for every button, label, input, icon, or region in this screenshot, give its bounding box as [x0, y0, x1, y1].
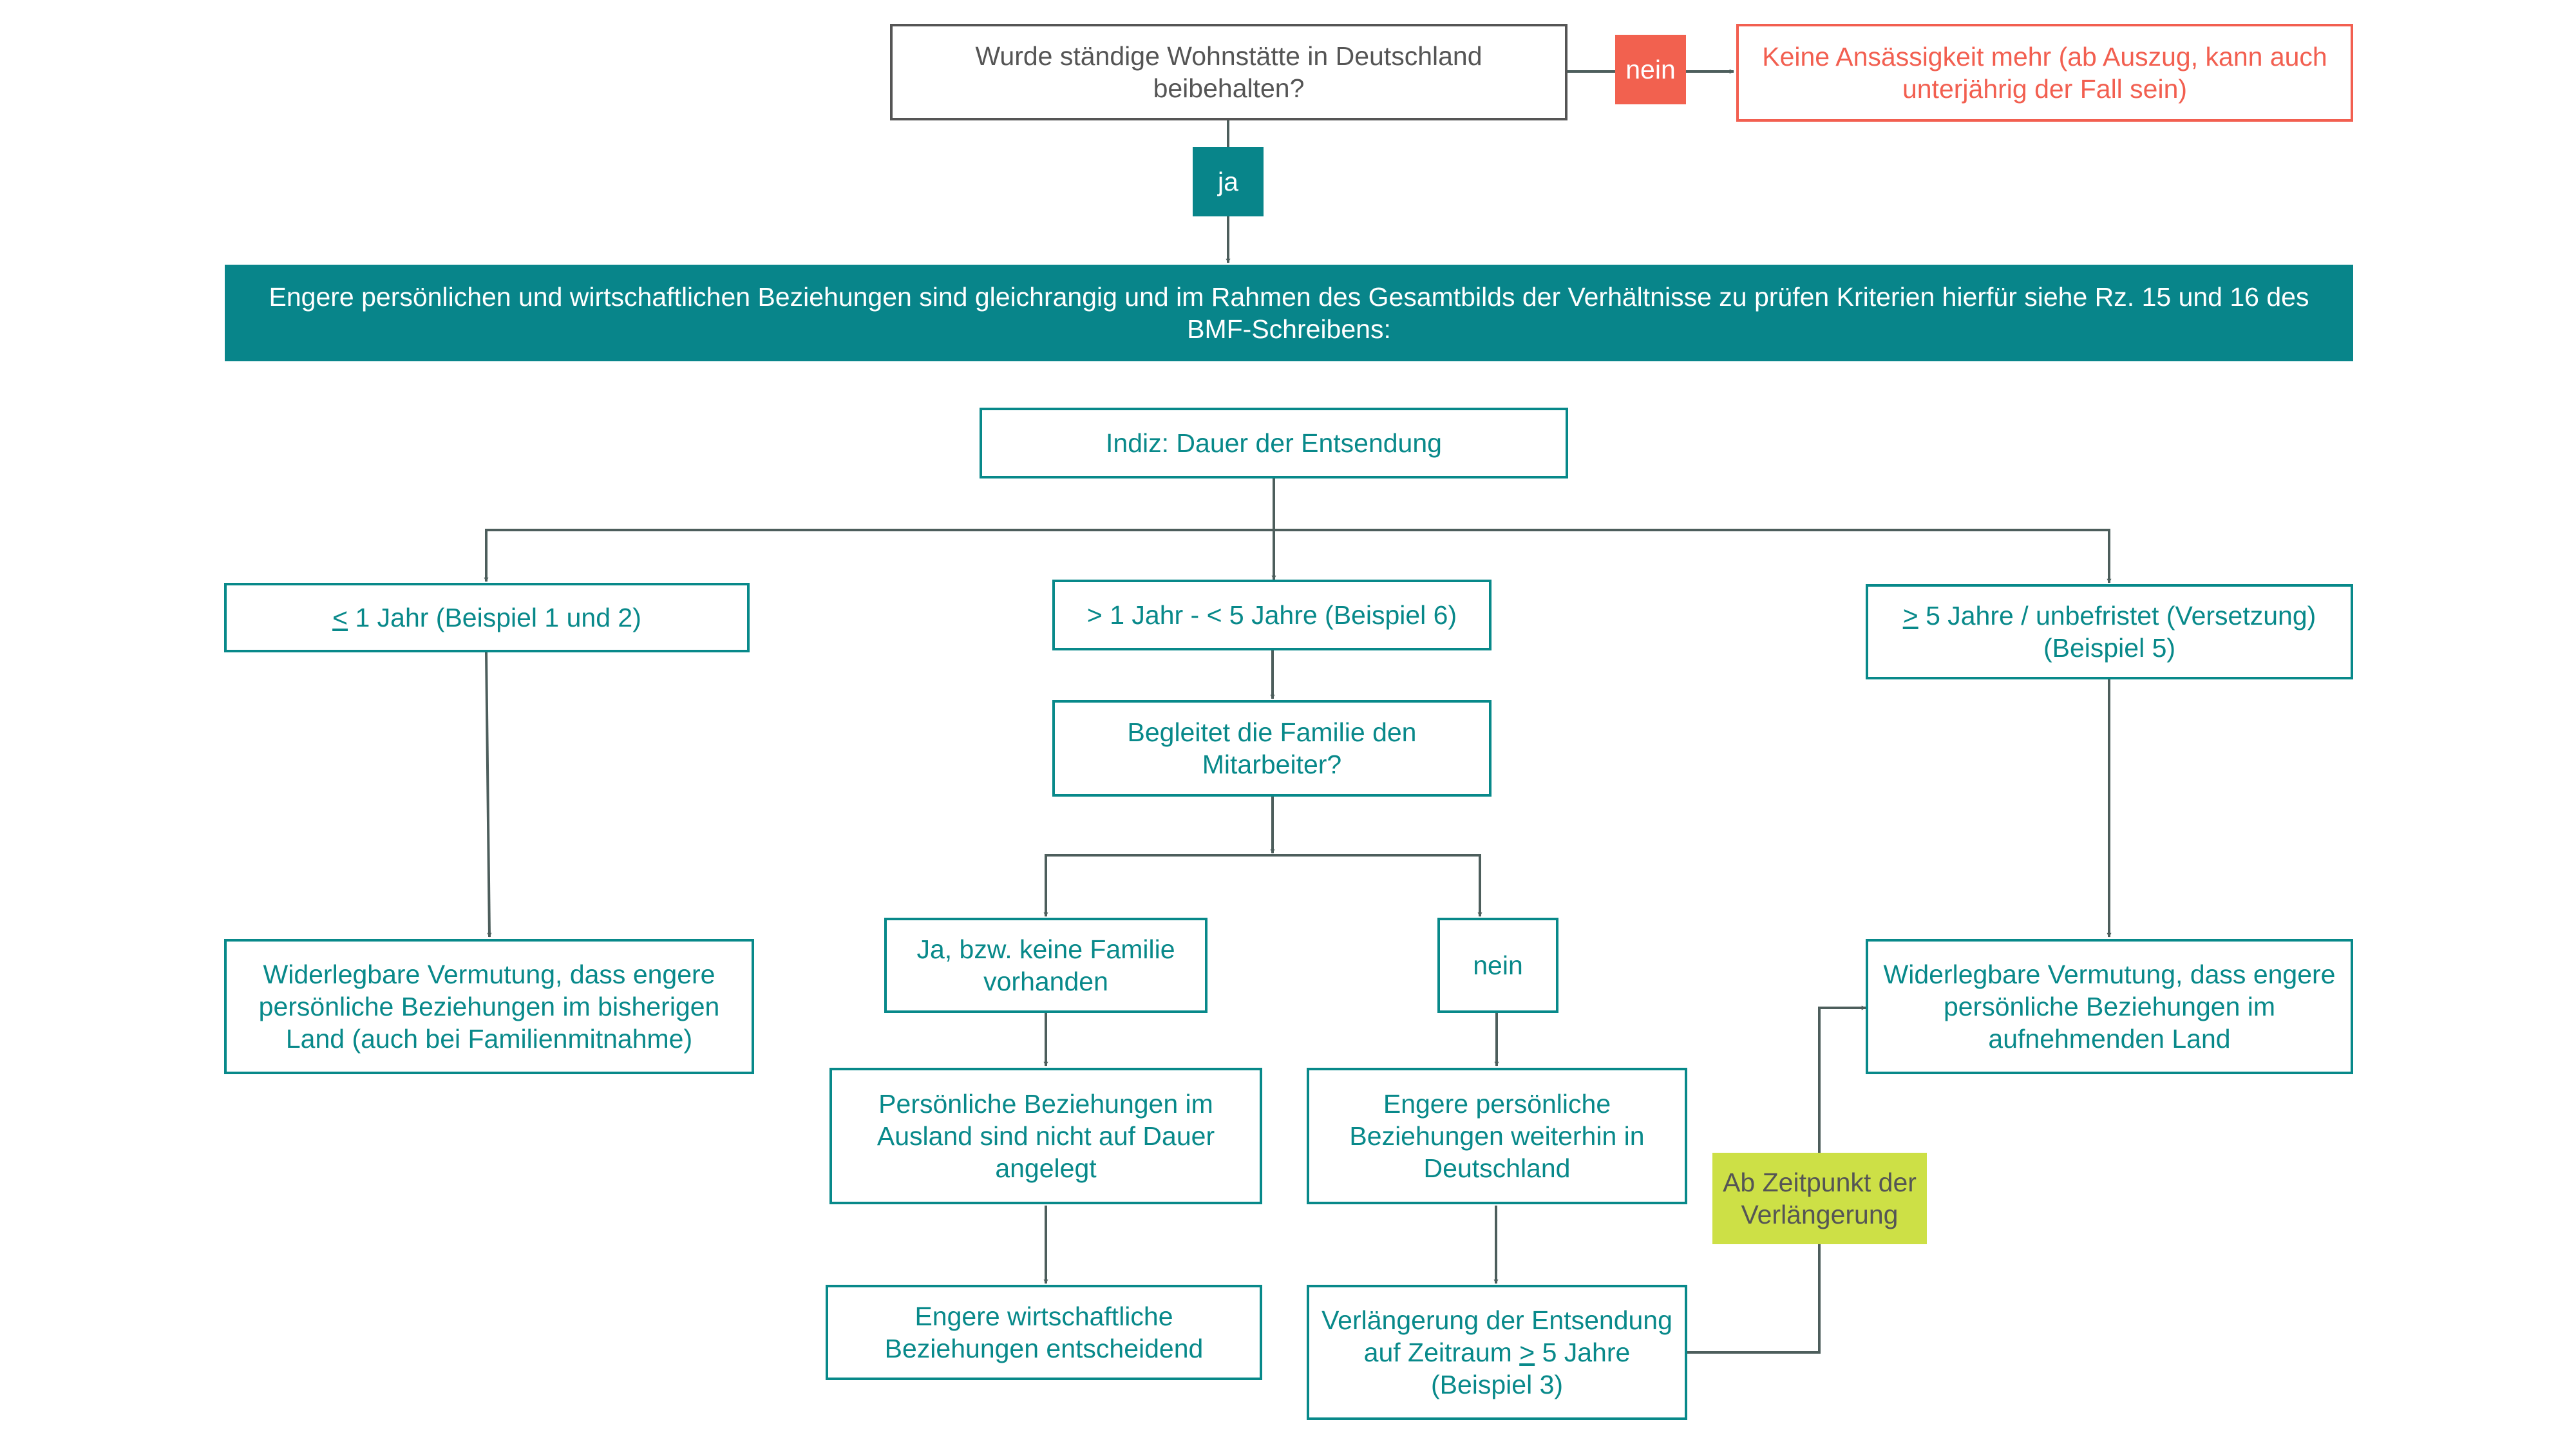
- le1-box: < 1 Jahr (Beispiel 1 und 2): [224, 583, 750, 652]
- mid-range-box: > 1 Jahr - < 5 Jahre (Beispiel 6): [1052, 580, 1492, 650]
- familie-frage-text: Begleitet die Familie den Mitarbeiter?: [1127, 717, 1417, 779]
- ab-zeitpunkt-label: Ab Zeitpunkt der Verlängerung: [1712, 1153, 1927, 1244]
- keine-ansaessigkeit-box: Keine Ansässigkeit mehr (ab Auszug, kann…: [1736, 24, 2353, 122]
- verl-pre: Verlängerung der Entsendung auf Zeitraum: [1321, 1305, 1680, 1367]
- verl-symbol: >: [1519, 1337, 1535, 1367]
- vermutung-bisherig-box: Widerlegbare Vermutung, dass engere pers…: [224, 939, 754, 1074]
- vermutung-aufnehmend-text: Widerlegbare Vermutung, dass engere pers…: [1883, 959, 2336, 1054]
- nein-top-label: nein: [1625, 54, 1676, 84]
- verlaengerung-text: Verlängerung der Entsendung auf Zeitraum…: [1316, 1304, 1678, 1401]
- arrow-indiz-left: [484, 529, 1274, 582]
- le1-text: < 1 Jahr (Beispiel 1 und 2): [332, 601, 641, 634]
- arrow-left-down: [485, 652, 492, 938]
- question-wohnstaette-text: Wurde ständige Wohnstätte in Deutschland…: [975, 41, 1482, 103]
- question-wohnstaette-box: Wurde ständige Wohnstätte in Deutschland…: [890, 24, 1567, 120]
- engere-pers-de-text: Engere persönliche Beziehungen weiterhin…: [1349, 1088, 1645, 1183]
- ab-zeitpunkt-text: Ab Zeitpunkt der Verlängerung: [1723, 1167, 1917, 1229]
- arrow-indiz-right: [1274, 529, 2112, 583]
- pers-ausland-box: Persönliche Beziehungen im Ausland sind …: [829, 1068, 1262, 1204]
- arrow-familie-right: [1273, 854, 1482, 917]
- arrow-verl-lime: [1687, 1244, 1821, 1354]
- le1-rest: 1 Jahr (Beispiel 1 und 2): [348, 602, 641, 632]
- verlaengerung-box: Verlängerung der Entsendung auf Zeitraum…: [1307, 1285, 1687, 1420]
- familie-frage-box: Begleitet die Familie den Mitarbeiter?: [1052, 700, 1492, 797]
- keine-ansaessigkeit-text: Keine Ansässigkeit mehr (ab Auszug, kann…: [1762, 41, 2327, 104]
- wirtschaftlich-box: Engere wirtschaftliche Beziehungen entsc…: [826, 1285, 1262, 1380]
- ja-familie-text: Ja, bzw. keine Familie vorhanden: [916, 934, 1175, 996]
- engere-pers-de-box: Engere persönliche Beziehungen weiterhin…: [1307, 1068, 1687, 1204]
- nein-familie-text: nein: [1473, 950, 1523, 980]
- nein-top-badge: nein: [1615, 35, 1686, 104]
- arrow-familie-left: [1043, 854, 1273, 917]
- verl-post: 5 Jahre (Beispiel 3): [1430, 1337, 1638, 1399]
- ja-top-label: ja: [1218, 166, 1238, 196]
- ge5-rest: 5 Jahre / unbefristet (Versetzung) (Beis…: [1918, 600, 2324, 663]
- banner-text: Engere persönlichen und wirtschaftlichen…: [269, 281, 2309, 344]
- banner-box: Engere persönlichen und wirtschaftlichen…: [225, 265, 2353, 361]
- ge5-symbol: >: [1902, 600, 1918, 630]
- ja-top-badge: ja: [1193, 147, 1264, 216]
- arrow-lime-right: [1818, 1005, 1866, 1153]
- pers-ausland-text: Persönliche Beziehungen im Ausland sind …: [876, 1088, 1215, 1183]
- indiz-box: Indiz: Dauer der Entsendung: [980, 408, 1568, 478]
- ge5-box: > 5 Jahre / unbefristet (Versetzung) (Be…: [1866, 584, 2353, 679]
- vermutung-aufnehmend-box: Widerlegbare Vermutung, dass engere pers…: [1866, 939, 2353, 1074]
- ge5-text: > 5 Jahre / unbefristet (Versetzung) (Be…: [1877, 600, 2342, 664]
- ja-familie-box: Ja, bzw. keine Familie vorhanden: [884, 918, 1208, 1013]
- vermutung-bisherig-text: Widerlegbare Vermutung, dass engere pers…: [258, 959, 720, 1054]
- mid-range-text: > 1 Jahr - < 5 Jahre (Beispiel 6): [1086, 600, 1457, 630]
- nein-familie-box: nein: [1437, 918, 1558, 1013]
- wirtschaftlich-text: Engere wirtschaftliche Beziehungen entsc…: [884, 1301, 1204, 1363]
- indiz-text: Indiz: Dauer der Entsendung: [1106, 428, 1442, 458]
- le1-symbol: <: [332, 602, 348, 632]
